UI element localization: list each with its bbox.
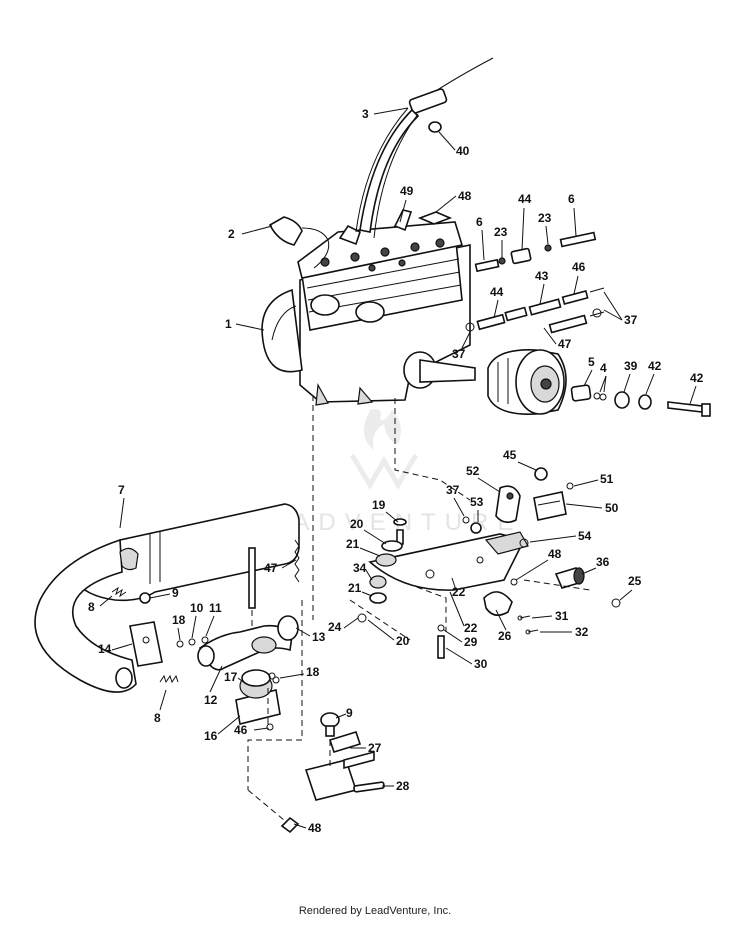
muffler-bracket	[129, 592, 209, 667]
callout-1: 1	[225, 317, 232, 331]
plate-bolts	[437, 624, 445, 659]
fuel-lines	[393, 209, 605, 334]
callout-24: 24	[328, 620, 342, 634]
callout-6a: 6	[476, 215, 483, 229]
callout-32: 32	[575, 625, 589, 639]
callout-34: 36	[596, 555, 610, 569]
callout-30: 30	[474, 657, 488, 671]
callout-42b: 47	[558, 337, 572, 351]
callout-50: 50	[605, 501, 619, 515]
callout-8b: 8	[154, 711, 161, 725]
callout-31: 31	[555, 609, 569, 623]
clutch-hardware	[570, 384, 711, 417]
exhaust-system	[34, 503, 300, 693]
engine-assembly	[261, 221, 476, 406]
callout-9b: 9	[346, 706, 353, 720]
callout-13: 13	[312, 630, 326, 644]
throttle-cable	[355, 57, 494, 239]
callout-33: 34	[353, 561, 367, 575]
callout-39: 42	[690, 371, 704, 385]
callout-14: 14	[98, 642, 112, 656]
callout-45: 48	[458, 189, 472, 203]
callout-29: 29	[464, 635, 478, 649]
callout-54: 53	[470, 495, 484, 509]
callout-3: 3	[362, 107, 369, 121]
callout-48a: 48	[548, 547, 562, 561]
callout-49: 49	[400, 184, 414, 198]
callout-48b: 48	[308, 821, 322, 835]
callout-26: 26	[498, 629, 512, 643]
callout-52: 52	[466, 464, 480, 478]
callout-23b: 23	[538, 211, 552, 225]
callout-37b: 37	[624, 313, 638, 327]
callout-18: 18	[306, 665, 320, 679]
callout-7: 7	[118, 483, 125, 497]
regulator	[483, 591, 539, 635]
callout-17: 17	[224, 670, 238, 684]
callout-21a: 21	[346, 537, 360, 551]
callout-47: 47	[264, 561, 278, 575]
callout-37a: 37	[452, 347, 466, 361]
callout-51: 51	[600, 472, 614, 486]
callout-22b: 22	[464, 621, 478, 635]
callout-20b: 20	[396, 634, 410, 648]
primer	[268, 216, 330, 269]
callout-44: 46	[234, 723, 248, 737]
callout-15: 18	[172, 613, 186, 627]
exhaust-mount	[235, 669, 281, 725]
callout-22a: 22	[452, 585, 466, 599]
callout-42a: 46	[572, 260, 586, 274]
callout-53: 44	[518, 192, 532, 206]
callout-35: 37	[446, 483, 460, 497]
callout-10: 10	[190, 601, 204, 615]
callouts: 3 40 49 48 44 6 6 23 23 2 43 46 44 37 47…	[88, 107, 704, 835]
callout-11: 11	[209, 601, 222, 615]
callout-19: 19	[372, 498, 386, 512]
callout-28: 28	[396, 779, 410, 793]
callout-5: 5	[588, 355, 595, 369]
callout-40: 43	[535, 269, 549, 283]
exhaust-springs	[248, 539, 300, 630]
callout-38: 42	[648, 359, 662, 373]
callout-23a: 23	[494, 225, 508, 239]
engine-plate	[368, 531, 529, 591]
callout-36: 39	[624, 359, 638, 373]
callout-6b: 6	[568, 192, 575, 206]
callout-21b: 21	[348, 581, 362, 595]
callout-20a: 20	[350, 517, 364, 531]
callout-9a: 9	[172, 586, 179, 600]
callout-46: 40	[456, 144, 470, 158]
callout-55: 54	[578, 529, 592, 543]
callout-41: 44	[490, 285, 504, 299]
callout-2: 2	[228, 227, 235, 241]
drive-clutch	[487, 349, 567, 415]
callout-43: 45	[503, 448, 517, 462]
engine-mounts	[357, 516, 482, 623]
callout-16: 16	[204, 729, 218, 743]
callout-12: 12	[204, 693, 218, 707]
assembly-lines	[247, 395, 591, 821]
callout-4: 4	[600, 361, 607, 375]
ignition-components	[495, 467, 574, 548]
callout-25: 25	[628, 574, 642, 588]
callout-27: 27	[368, 741, 382, 755]
exhaust-manifold	[197, 615, 299, 671]
solenoid	[510, 567, 621, 608]
callout-8a: 8	[88, 600, 95, 614]
footer-credit: Rendered by LeadVenture, Inc.	[298, 905, 452, 917]
lower-bracket	[266, 676, 385, 834]
